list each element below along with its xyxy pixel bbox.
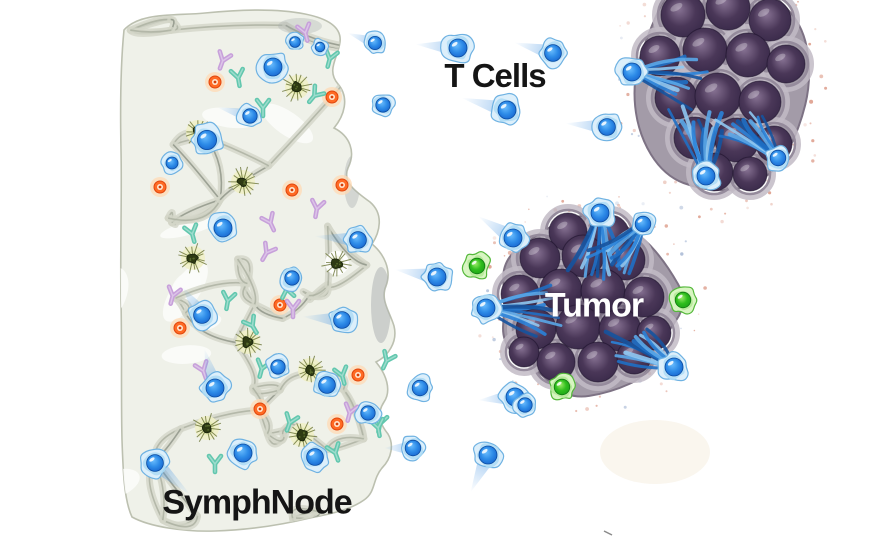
symph-node-tissue <box>119 9 396 532</box>
t-cell <box>354 401 383 425</box>
spiky-particle <box>282 73 313 102</box>
t-cell <box>371 94 396 118</box>
green-cell <box>668 286 698 315</box>
t-cell <box>394 261 454 292</box>
t-cell <box>217 102 263 127</box>
dendritic-t-cell <box>714 111 790 172</box>
spiky-particle <box>286 421 318 450</box>
spiky-particle <box>228 166 259 196</box>
orange-dot <box>205 72 225 92</box>
antibody <box>259 210 277 233</box>
spiky-particle <box>298 355 326 383</box>
antibody <box>332 364 349 386</box>
antibody <box>260 240 278 263</box>
t-cell <box>384 435 427 462</box>
t-cell <box>514 37 568 70</box>
antibody <box>182 222 199 244</box>
antibody <box>206 453 224 475</box>
dendritic-t-cell <box>586 211 657 276</box>
t-cell <box>265 352 290 379</box>
t-cell <box>314 224 374 253</box>
spiky-particle <box>235 327 262 358</box>
antibody <box>254 97 272 119</box>
antibody <box>310 197 327 220</box>
t-cell <box>198 348 233 403</box>
t-cell <box>190 121 224 155</box>
t-cell <box>226 438 258 471</box>
antibody <box>323 47 340 69</box>
t-cell <box>302 306 359 334</box>
orange-dot <box>170 318 190 338</box>
orange-dot <box>282 180 302 200</box>
t-cell <box>478 216 531 253</box>
t-cell <box>310 37 330 57</box>
t-cell <box>415 33 475 64</box>
t-cell <box>207 211 238 243</box>
t-cell <box>139 448 191 496</box>
t-cell <box>470 441 505 493</box>
spiky-particle <box>178 243 207 274</box>
t-cell <box>182 287 219 332</box>
antibody <box>343 401 360 423</box>
orange-dot <box>332 175 352 195</box>
orange-dot <box>150 177 170 197</box>
t-cell <box>285 31 305 51</box>
antibody <box>306 83 327 105</box>
antibody <box>221 289 238 312</box>
spiky-particle <box>321 250 352 277</box>
dendritic-t-cell <box>603 327 689 382</box>
dendritic-t-cell <box>470 283 563 338</box>
t-cell <box>313 370 342 397</box>
antibody <box>380 348 398 371</box>
t-cell <box>461 92 521 126</box>
t-cell <box>160 151 184 176</box>
t-cell <box>279 266 303 293</box>
antibody <box>284 298 302 320</box>
orange-dot <box>327 414 347 434</box>
antibody <box>166 284 183 306</box>
t-cell <box>406 373 433 403</box>
antibody <box>284 411 301 433</box>
t-cell <box>255 52 289 84</box>
orange-dot <box>348 365 368 385</box>
antibody <box>241 313 259 336</box>
green-cell <box>549 372 576 401</box>
orange-dot <box>270 295 290 315</box>
t-cell <box>511 392 537 418</box>
t-cell <box>347 30 386 54</box>
dendritic-t-cell <box>667 104 724 191</box>
antibody <box>228 66 245 89</box>
green-cell <box>461 251 491 280</box>
antibody <box>295 21 312 43</box>
t-cell <box>300 441 330 474</box>
antibody <box>324 441 341 463</box>
spiky-particle <box>192 413 222 443</box>
dendritic-t-cell <box>614 54 709 111</box>
antibody <box>217 49 234 71</box>
t-cell <box>565 113 623 142</box>
orange-dot <box>322 87 342 107</box>
orange-dot <box>250 399 270 419</box>
